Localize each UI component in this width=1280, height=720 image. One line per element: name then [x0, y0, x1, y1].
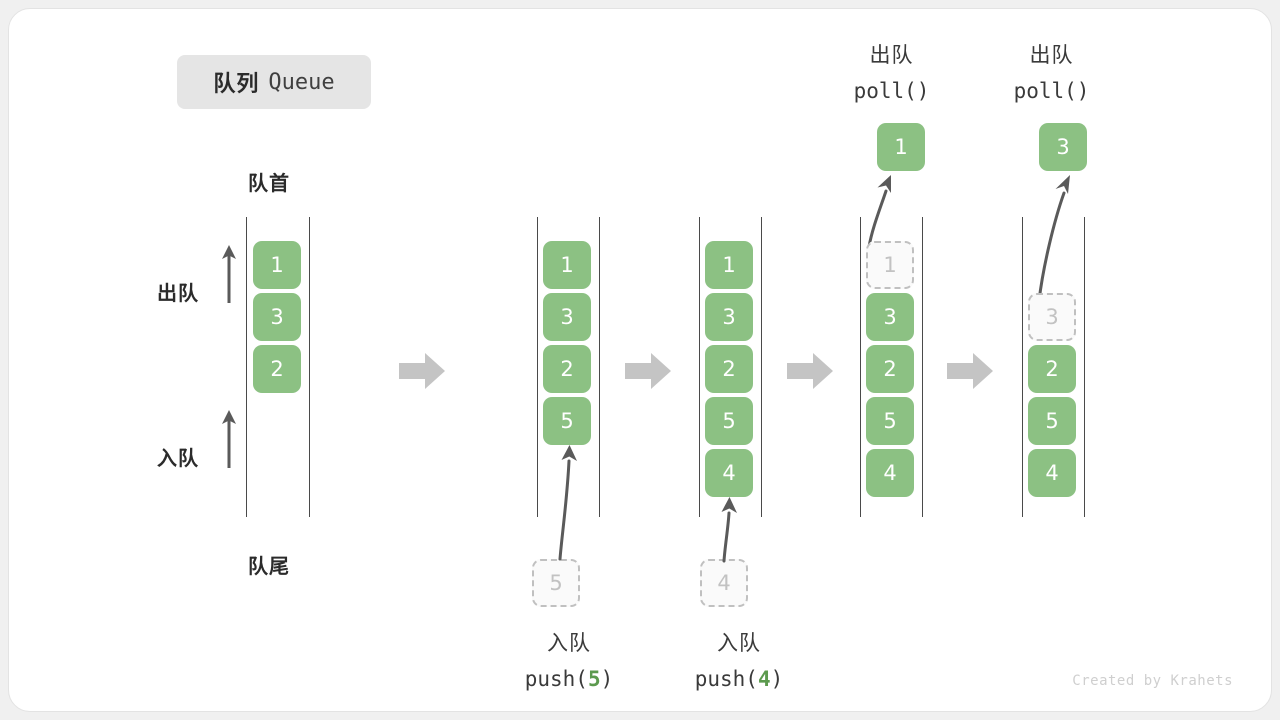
poll-motion-arrow-icon [1037, 175, 1070, 303]
queue-cell-incoming-ghost: 4 [700, 559, 748, 607]
flow-arrow-icon [947, 353, 993, 389]
queue-rail-right [599, 217, 600, 517]
operation-label-push-4: 入队 push(4) [694, 631, 784, 691]
queue-rail-right [309, 217, 310, 517]
flow-arrow-icon [625, 353, 671, 389]
queue-cell: 3 [866, 293, 914, 341]
queue-cell-incoming-ghost: 5 [532, 559, 580, 607]
dequeue-direction-arrow-icon [222, 245, 236, 303]
queue-cell-vacated-ghost: 1 [866, 241, 914, 289]
queue-cell-popped: 3 [1039, 123, 1087, 171]
queue-cell: 4 [1028, 449, 1076, 497]
enqueue-direction-arrow-icon [222, 410, 236, 468]
queue-cell: 5 [705, 397, 753, 445]
queue-cell: 2 [543, 345, 591, 393]
label-enqueue-direction: 入队 [157, 446, 199, 470]
queue-cell: 3 [253, 293, 301, 341]
queue-cell: 1 [705, 241, 753, 289]
queue-rail-left [1022, 217, 1023, 517]
operation-label-poll-1: 出队 poll() [853, 43, 930, 103]
label-queue-front: 队首 [248, 171, 290, 195]
queue-cell: 2 [253, 345, 301, 393]
queue-rail-right [761, 217, 762, 517]
operation-label-push-5: 入队 push(5) [524, 631, 614, 691]
queue-cell: 3 [543, 293, 591, 341]
queue-cell: 1 [253, 241, 301, 289]
label-dequeue-direction: 出队 [157, 281, 199, 305]
queue-cell-vacated-ghost: 3 [1028, 293, 1076, 341]
diagram-card: 队列 Queue 队首 队尾 出队 入队 1 3 2 1 3 2 5 5 [8, 8, 1272, 712]
queue-rail-right [1084, 217, 1085, 517]
flow-arrow-icon [787, 353, 833, 389]
queue-cell: 5 [866, 397, 914, 445]
queue-rail-left [860, 217, 861, 517]
queue-cell-new: 5 [543, 397, 591, 445]
queue-cell-popped: 1 [877, 123, 925, 171]
queue-cell: 2 [705, 345, 753, 393]
queue-rail-left [246, 217, 247, 517]
queue-rail-left [699, 217, 700, 517]
watermark-credit: Created by Krahets [1072, 673, 1233, 689]
queue-cell-new: 4 [705, 449, 753, 497]
push-motion-arrow-icon [721, 497, 737, 563]
push-motion-arrow-icon [558, 445, 577, 561]
queue-rail-right [922, 217, 923, 517]
queue-cell: 2 [1028, 345, 1076, 393]
diagram-title-chip: 队列 Queue [177, 55, 371, 109]
queue-cell: 4 [866, 449, 914, 497]
queue-cell: 5 [1028, 397, 1076, 445]
poll-motion-arrow-icon [867, 175, 891, 249]
queue-cell: 1 [543, 241, 591, 289]
title-chinese: 队列 [213, 72, 260, 97]
operation-label-poll-2: 出队 poll() [1013, 43, 1090, 103]
label-queue-rear: 队尾 [248, 554, 290, 578]
queue-cell: 3 [705, 293, 753, 341]
queue-cell: 2 [866, 345, 914, 393]
queue-rail-left [537, 217, 538, 517]
title-english: Queue [268, 69, 335, 95]
flow-arrow-icon [399, 353, 445, 389]
